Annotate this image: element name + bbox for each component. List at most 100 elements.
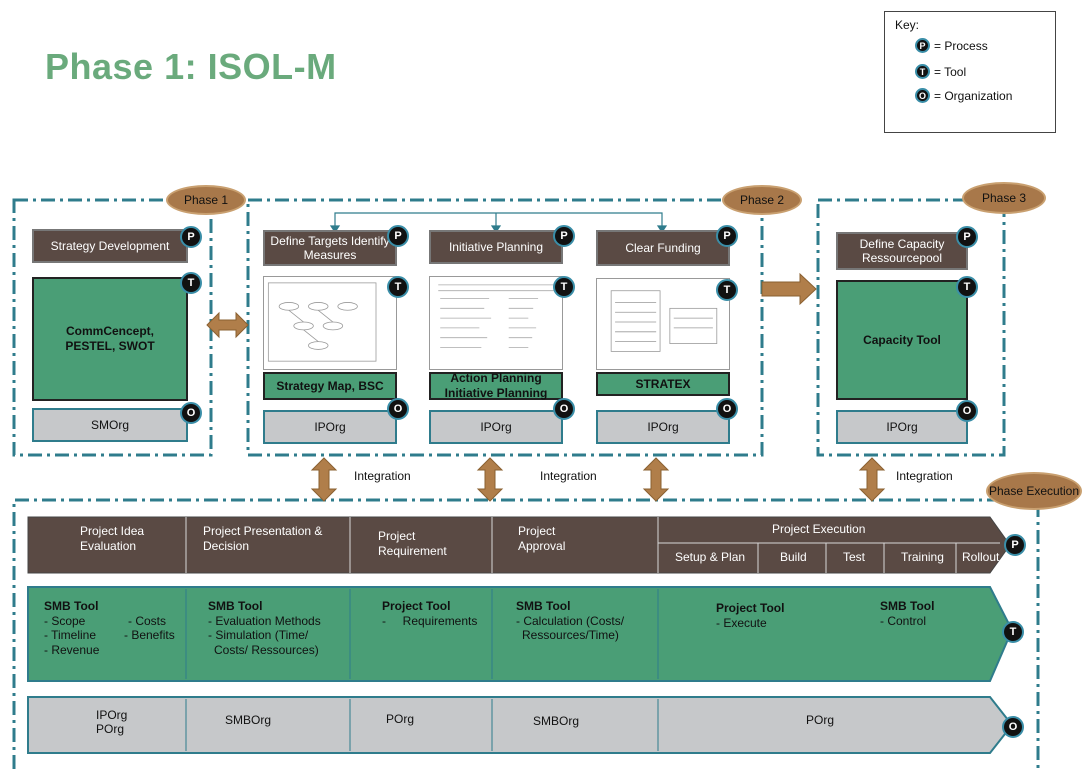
- exec-org-c3: POrg: [386, 712, 415, 726]
- phase2-process-clear-funding: Clear Funding: [596, 230, 730, 266]
- integration-arrow-3: [642, 457, 670, 502]
- integration-label-1: Integration: [354, 469, 411, 483]
- process-badge-icon: P: [1004, 534, 1026, 556]
- tool-badge-icon: T: [180, 272, 202, 294]
- exec-tool-c2-evaluation: - Evaluation Methods: [208, 614, 321, 628]
- key-organization-text: = Organization: [934, 88, 1013, 103]
- key-item-tool: T = Tool: [915, 64, 966, 79]
- integration-arrow-1: [310, 457, 338, 502]
- phase3-tool-box: Capacity Tool: [836, 280, 968, 400]
- tool-badge-icon: T: [553, 276, 575, 298]
- tool-badge-icon: T: [1002, 621, 1024, 643]
- exec-tool-c1-costs: - Costs: [128, 614, 167, 628]
- exec-sub-rollout: Rollout: [962, 550, 1000, 564]
- phase1-phase2-double-arrow: [206, 311, 249, 339]
- exec-tool-c3-head: Project Tool: [382, 599, 451, 613]
- phase1-oval: Phase 1: [166, 185, 246, 215]
- tool-badge-icon: T: [716, 279, 738, 301]
- phase3-process-box: Define Capacity Ressourcepool: [836, 232, 968, 270]
- phase2-tool-strategy-map: Strategy Map, BSC: [263, 372, 397, 400]
- organization-badge-icon: O: [716, 398, 738, 420]
- exec-process-band-shape: [27, 516, 1011, 574]
- key-item-organization: O = Organization: [915, 88, 1012, 103]
- exec-org-c2: SMBOrg: [225, 713, 272, 727]
- phase3-container: [816, 198, 1006, 457]
- exec-process-requirement: Project Requirement: [378, 529, 447, 558]
- integration-label-2: Integration: [540, 469, 597, 483]
- exec-process-presentation-decision: Project Presentation & Decision: [203, 524, 323, 553]
- exec-sub-setup-plan: Setup & Plan: [675, 550, 746, 564]
- exec-tool-c6-control: - Control: [880, 614, 927, 628]
- exec-sub-test: Test: [843, 550, 866, 564]
- phase2-process-initiative-planning: Initiative Planning: [429, 230, 563, 264]
- phase2-oval: Phase 2: [722, 185, 802, 215]
- action-planning-thumbnail: [429, 276, 563, 370]
- exec-tool-band-shape: [27, 586, 1014, 682]
- organization-badge-icon: O: [915, 88, 930, 103]
- legend-key: Key: P = Process T = Tool O = Organizati…: [884, 11, 1056, 133]
- tool-badge-icon: T: [387, 276, 409, 298]
- exec-tool-c1-revenue: - Revenue: [44, 643, 100, 657]
- integration-arrow-2: [476, 457, 504, 502]
- exec-org-c5: POrg: [806, 713, 835, 727]
- phase1-tool-box: CommCencept, PESTEL, SWOT: [32, 277, 188, 401]
- key-process-text: = Process: [934, 38, 988, 53]
- exec-tool-c4-calculation: - Calculation (Costs/: [516, 614, 625, 628]
- exec-tool-c3-requirements: - Requirements: [382, 614, 478, 628]
- phase2-process-define-targets: Define Targets Identify Measures: [263, 230, 397, 266]
- organization-badge-icon: O: [956, 400, 978, 422]
- exec-tool-c1-timeline: - Timeline: [44, 628, 97, 642]
- exec-tool-c1-scope: - Scope: [44, 614, 86, 628]
- exec-tool-c1-benefits: - Benefits: [124, 628, 175, 642]
- exec-org-c1-iporg: IPOrg: [96, 708, 128, 722]
- phase2-phase3-arrow: [761, 272, 817, 306]
- phase-execution-oval: Phase Execution: [986, 472, 1082, 510]
- key-item-process: P = Process: [915, 38, 988, 53]
- tool-badge-icon: T: [915, 64, 930, 79]
- exec-tool-c4-resources: Ressources/Time): [522, 628, 619, 642]
- process-badge-icon: P: [915, 38, 930, 53]
- branch-line: [334, 212, 663, 228]
- phase2-org-b: IPOrg: [429, 410, 563, 444]
- page-title: Phase 1: ISOL-M: [45, 46, 337, 87]
- exec-sub-training: Training: [901, 550, 944, 564]
- phase2-org-a: IPOrg: [263, 410, 397, 444]
- exec-tool-c2-head: SMB Tool: [208, 599, 263, 613]
- exec-org-c1-porg: POrg: [96, 722, 125, 736]
- integration-arrow-4: [858, 457, 886, 502]
- exec-process-approval: Project Approval: [518, 524, 566, 553]
- exec-tool-c4-head: SMB Tool: [516, 599, 571, 613]
- phase1-process-box: Strategy Development: [32, 229, 188, 263]
- exec-tool-c6-head: SMB Tool: [880, 599, 935, 613]
- phase3-oval: Phase 3: [962, 182, 1046, 214]
- process-badge-icon: P: [387, 225, 409, 247]
- process-badge-icon: P: [553, 225, 575, 247]
- exec-org-band-shape: [27, 696, 1014, 754]
- tool-badge-icon: T: [956, 276, 978, 298]
- stratex-thumbnail: [596, 278, 730, 370]
- phase2-container: [246, 198, 764, 457]
- exec-sub-build: Build: [780, 550, 807, 564]
- exec-process-execution: Project Execution: [772, 522, 866, 536]
- phase2-tool-stratex: STRATEX: [596, 372, 730, 396]
- key-label: Key:: [895, 18, 920, 32]
- phase3-org-box: IPOrg: [836, 410, 968, 444]
- exec-tool-c1-head: SMB Tool: [44, 599, 99, 613]
- arrowhead-3: [656, 225, 668, 234]
- integration-label-3: Integration: [896, 469, 953, 483]
- exec-tool-c2-simulation: - Simulation (Time/: [208, 628, 309, 642]
- exec-process-idea-evaluation: Project Idea Evaluation: [80, 524, 145, 553]
- process-badge-icon: P: [180, 226, 202, 248]
- exec-org-c4: SMBOrg: [533, 714, 580, 728]
- phase1-org-box: SMOrg: [32, 408, 188, 442]
- organization-badge-icon: O: [553, 398, 575, 420]
- process-badge-icon: P: [716, 225, 738, 247]
- organization-badge-icon: O: [180, 402, 202, 424]
- arrowhead-2: [490, 225, 502, 234]
- key-tool-text: = Tool: [934, 64, 967, 79]
- exec-tool-c5-head: Project Tool: [716, 601, 785, 615]
- phase2-tool-action-planning: Action Planning Initiative Planning: [429, 371, 563, 400]
- exec-tool-c5-execute: - Execute: [716, 616, 767, 630]
- arrowhead-1: [329, 225, 341, 234]
